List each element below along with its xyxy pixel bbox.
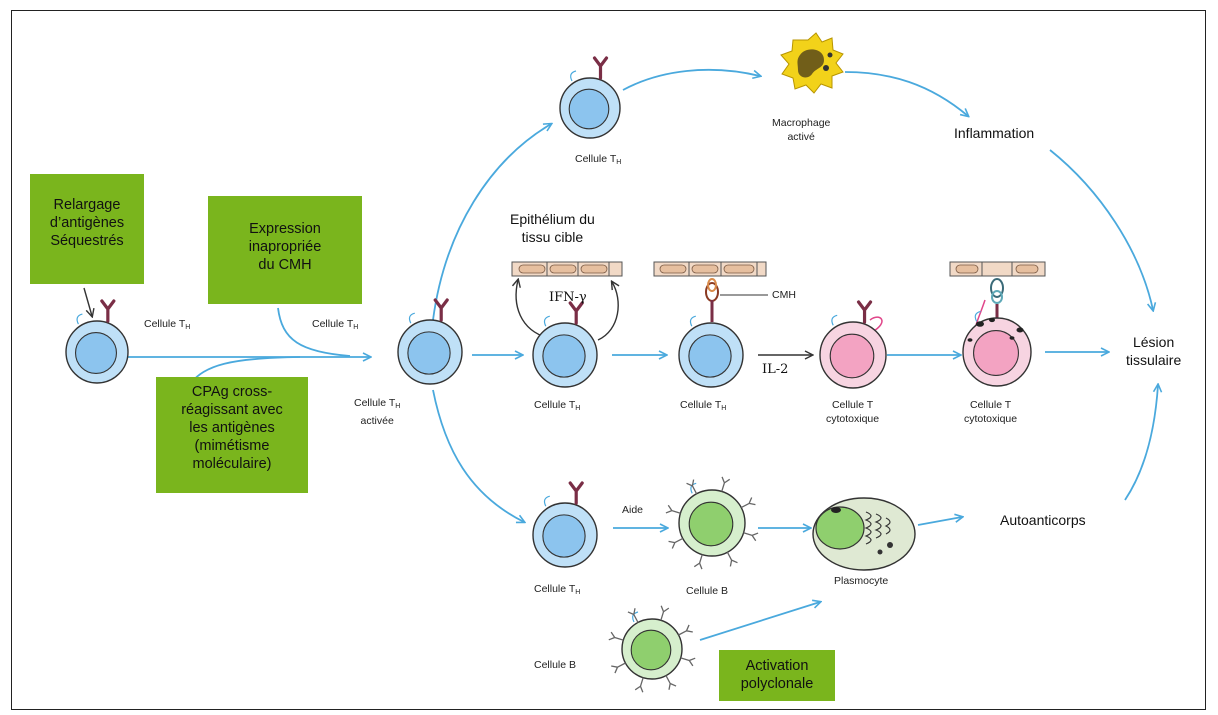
- arrow-relargage-down: [83, 287, 92, 316]
- th-cell-cmh: [678, 315, 744, 388]
- label-tc2: Cellule T cytotoxique: [964, 398, 1017, 426]
- box-cpag: CPAg cross- réagissant avec les antigène…: [156, 377, 308, 493]
- label-th3: Cellule TH: [680, 399, 727, 412]
- box-activation-line1: Activation: [745, 658, 809, 674]
- box-relargage-line3: Séquestrés: [50, 233, 124, 249]
- box-cpag-line1: CPAg cross-: [191, 384, 273, 400]
- epithelium-strip-2: [653, 261, 767, 277]
- box-activation-line2: polyclonale: [740, 676, 814, 692]
- box-expression-line2: inapropriée: [248, 239, 322, 255]
- b-cell-1: [665, 476, 759, 570]
- label-tc2-line1: Cellule T: [969, 399, 1012, 411]
- macrophage-cell: [780, 32, 844, 94]
- label-epithelium-line2: tissu cible: [521, 229, 584, 245]
- label-lesion-line1: Lésion: [1132, 334, 1175, 350]
- label-cell-b: Cellule B: [686, 585, 729, 597]
- label-macrophage-line2: activé: [787, 131, 815, 143]
- label-activated: Cellule TH activée: [354, 397, 401, 427]
- arrow-activated-to-top-th: [432, 124, 551, 321]
- label-activated-word: activée: [360, 415, 394, 427]
- box-relargage-line1: Relargage: [53, 197, 121, 213]
- label-autoanticorps: Autoanticorps: [1000, 512, 1086, 528]
- label-bottom-th: Cellule TH: [534, 583, 581, 596]
- box-relargage: Relargage d’antigènes Séquestrés: [30, 174, 144, 284]
- label-inflammation: Inflammation: [954, 125, 1035, 141]
- arrow-auto-to-lesion: [1124, 385, 1158, 501]
- plasmocyte-cell: [812, 497, 916, 571]
- label-epithelium: Epithélium du tissu cible: [510, 210, 595, 246]
- th-cell-bottom: [532, 481, 598, 568]
- box-activation: Activation polyclonale: [719, 650, 835, 701]
- frame-border: [11, 10, 1206, 710]
- arrow-macrophage-to-inflammation: [844, 71, 968, 116]
- tc-cell-2: [962, 310, 1032, 387]
- cmh-complex: [705, 278, 719, 322]
- arrow-inflammation-to-lesion: [1049, 149, 1153, 310]
- arrow-plasmocyte-to-auto: [917, 517, 962, 526]
- arrow-tc1-pink-link: [869, 316, 883, 333]
- box-cpag-line5: moléculaire): [192, 456, 272, 472]
- th-cell-activated: [397, 298, 463, 385]
- box-cpag-line2: réagissant avec: [181, 402, 283, 418]
- th-cell-top: [559, 56, 621, 139]
- label-lesion-line2: tissulaire: [1126, 352, 1182, 368]
- box-expression-line3: du CMH: [258, 257, 312, 273]
- label-epithelium-line1: Epithélium du: [510, 211, 595, 227]
- label-plasmocyte: Plasmocyte: [834, 575, 889, 587]
- label-tc1-line2: cytotoxique: [826, 413, 880, 425]
- box-cpag-line4: (mimétisme: [194, 438, 270, 454]
- label-ifn: IFN-γ: [549, 290, 587, 305]
- box-expression: Expression inapropriée du CMH: [208, 196, 362, 304]
- label-il2: IL-2: [762, 362, 789, 377]
- tc-cell-1: [819, 300, 887, 389]
- label-tc1-line1: Cellule T: [831, 399, 874, 411]
- arrow-activated-to-bottom-th: [432, 389, 524, 522]
- epithelium-strip-1: [511, 261, 623, 277]
- label-cell-expression: Cellule TH: [312, 318, 359, 331]
- box-expression-line1: Expression: [249, 221, 321, 237]
- label-tc2-line2: cytotoxique: [964, 413, 1018, 425]
- box-cpag-line3: les antigènes: [189, 420, 275, 436]
- arrow-top-th-to-macrophage: [622, 68, 760, 91]
- label-lesion: Lésion tissulaire: [1126, 333, 1181, 369]
- label-tc1: Cellule T cytotoxique: [826, 398, 879, 426]
- epithelium-strip-3: [949, 261, 1046, 277]
- label-cell-b-poly: Cellule B: [534, 659, 577, 671]
- label-th2: Cellule TH: [534, 399, 581, 412]
- th-cell-ifn: [532, 301, 598, 388]
- box-relargage-line2: d’antigènes: [49, 215, 125, 231]
- label-macrophage: Macrophage activé: [772, 116, 830, 144]
- label-macrophage-line1: Macrophage: [772, 117, 831, 129]
- b-cell-2: [608, 605, 696, 693]
- label-cell1: Cellule TH: [144, 318, 191, 331]
- th-cell-initial: [65, 299, 129, 384]
- label-cmh: CMH: [772, 289, 796, 301]
- arrow-ifn-left: [516, 280, 549, 339]
- label-top-th: Cellule TH: [575, 153, 622, 166]
- label-aide: Aide: [622, 504, 644, 516]
- arrow-polyclonal: [699, 602, 820, 641]
- arrow-expression-merge: [277, 307, 351, 357]
- arrow-ifn-right: [597, 282, 618, 341]
